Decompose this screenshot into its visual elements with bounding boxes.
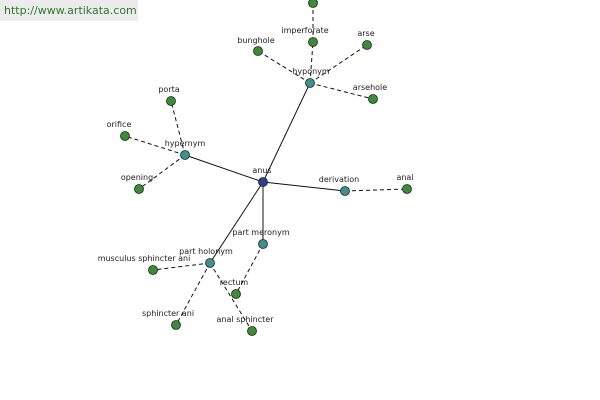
edge-anus-part-holonym [209, 181, 264, 264]
relation-label-hyponym: hyponym [292, 67, 330, 76]
source-link[interactable]: http://www.artikata.com [0, 0, 138, 21]
relation-node-hyponym[interactable] [305, 78, 315, 88]
edge-anus-derivation [262, 181, 346, 192]
word-node-orifice[interactable] [120, 131, 130, 141]
word-label-imperforate: imperforate [281, 26, 328, 35]
word-node-rectum[interactable] [231, 289, 241, 299]
relation-node-hypernym[interactable] [180, 150, 190, 160]
word-label-arse: arse [357, 29, 374, 38]
word-label-anal: anal [396, 173, 413, 182]
edge-anus-hypernym [184, 154, 264, 183]
word-label-sphincter-ani: sphincter ani [142, 309, 194, 318]
word-label-orifice: orifice [107, 120, 132, 129]
word-label-anal-sphincter: anal sphincter [217, 315, 275, 324]
center-label-anus: anus [252, 166, 271, 175]
relation-node-part-meronym[interactable] [258, 239, 268, 249]
edge-hypernym-porta [170, 100, 186, 156]
center-node-anus[interactable] [258, 177, 268, 187]
word-node-porta[interactable] [166, 96, 176, 106]
word-label-opening: opening [121, 173, 153, 182]
word-node-sphincter-ani[interactable] [171, 320, 181, 330]
word-label-bunghole: bunghole [237, 36, 274, 45]
edge-hyponym-arse [309, 44, 368, 84]
graph-edges [124, 3, 408, 332]
word-node-musculus-sphincter-ani[interactable] [148, 265, 158, 275]
edge-hyponym-bunghole [257, 50, 311, 84]
relation-label-part-meronym: part meronym [232, 228, 289, 237]
word-label-rectum: rectum [220, 278, 249, 287]
word-label-porta: porta [158, 85, 179, 94]
edge-hypernym-opening [138, 154, 186, 190]
edge-part-holonym-musculus-sphincter-ani [152, 262, 211, 271]
relation-node-part-holonym[interactable] [205, 258, 215, 268]
relation-label-derivation: derivation [319, 175, 359, 184]
edge-part-holonym-anal-sphincter [209, 262, 253, 332]
word-node-arse[interactable] [362, 40, 372, 50]
edge-hypernym-orifice [124, 135, 186, 156]
relation-label-part-holonym: part holonym [179, 247, 233, 256]
word-node-offscreen[interactable] [308, 0, 318, 8]
word-node-anal[interactable] [402, 184, 412, 194]
edge-derivation-anal [344, 188, 408, 192]
word-node-bunghole[interactable] [253, 46, 263, 56]
word-node-opening[interactable] [134, 184, 144, 194]
word-node-arsehole[interactable] [368, 94, 378, 104]
edge-part-holonym-sphincter-ani [175, 262, 211, 326]
edge-hyponym-arsehole [309, 82, 374, 100]
relation-label-hypernym: hypernym [165, 139, 206, 148]
word-node-anal-sphincter[interactable] [247, 326, 257, 336]
word-label-musculus-sphincter-ani: musculus sphincter ani [98, 254, 191, 263]
word-label-arsehole: arsehole [353, 83, 387, 92]
edge-anus-hyponym [262, 82, 311, 183]
relation-node-derivation[interactable] [340, 186, 350, 196]
graph-nodes [120, 0, 412, 336]
edge-hyponym-imperforate [309, 41, 314, 84]
word-node-imperforate[interactable] [308, 37, 318, 47]
edge-part-meronym-rectum [235, 243, 264, 295]
graph-labels: anus hyponym imperforate bunghole arse arseho… [98, 26, 414, 324]
